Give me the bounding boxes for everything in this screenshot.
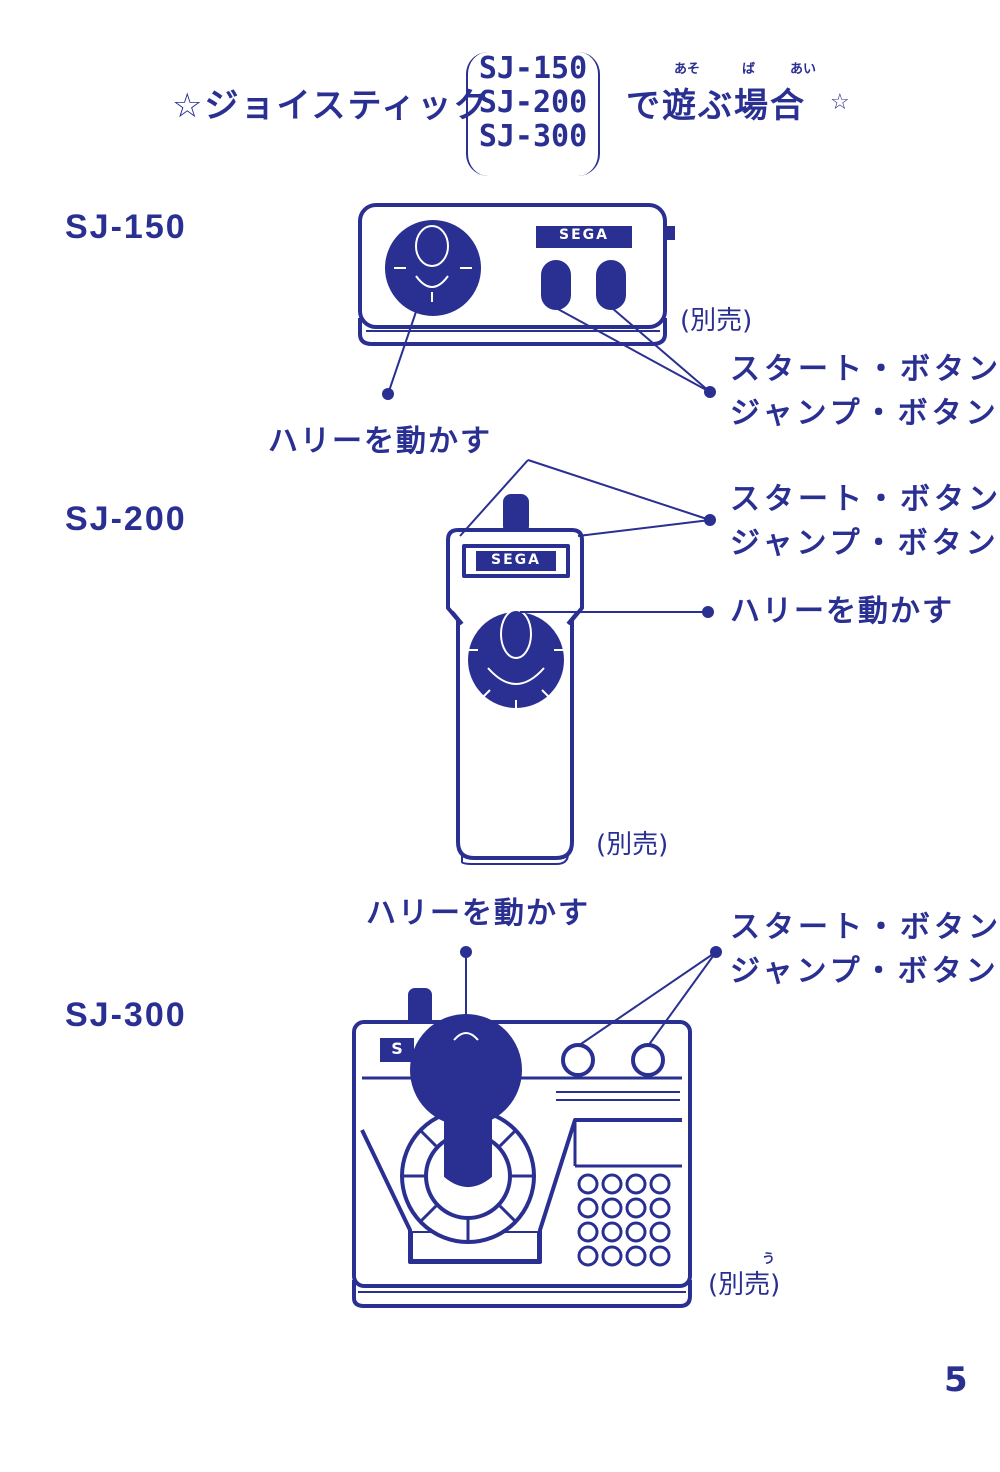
title-ruby-ai: あい [790, 62, 817, 77]
model-label-sj150: SJ-150 [65, 208, 187, 246]
title-ruby-ba: ば [742, 62, 756, 77]
sj300-stick-label: ハリーを動かす [366, 896, 590, 931]
sj300-brand-logo: S [391, 1039, 403, 1058]
sj150-controller-illustration [358, 203, 716, 400]
sj200-stick-label: ハリーを動かす [730, 594, 954, 629]
sj200-brand-logo: SEGA [491, 552, 541, 568]
title-model-list: SJ-150 SJ-200 SJ-300 [466, 52, 600, 176]
sj200-controller-illustration [446, 459, 716, 865]
title-prefix: ☆ジョイスティック [172, 86, 490, 126]
title-model-1: SJ-150 [478, 51, 588, 86]
model-label-sj300: SJ-300 [65, 996, 187, 1034]
title-model-2: SJ-200 [478, 85, 588, 120]
title-ruby-asobu: あそ [674, 62, 701, 77]
sj150-stick-label: ハリーを動かす [268, 424, 492, 459]
sj150-sold-separately: (別売) [680, 306, 753, 336]
title-star-end: ☆ [830, 90, 850, 115]
sj150-jump-button-label: ジャンプ・ボタン [730, 396, 1000, 431]
sj300-sold-separately: (別売) [708, 1270, 781, 1300]
page-number: 5 [944, 1360, 968, 1400]
sj300-start-button-label: スタート・ボタン [730, 910, 1000, 945]
model-label-sj200: SJ-200 [65, 500, 187, 538]
sj300-jump-button-label: ジャンプ・ボタン [730, 954, 1000, 989]
sj200-sold-separately: (別売) [596, 830, 669, 860]
title-suffix: で遊ぶ場合 [626, 86, 806, 126]
sj300-sold-ruby: う [762, 1252, 776, 1267]
title-model-3: SJ-300 [478, 119, 588, 154]
sj200-jump-button-label: ジャンプ・ボタン [730, 526, 1000, 561]
sj150-start-button-label: スタート・ボタン [730, 352, 1000, 387]
sj200-start-button-label: スタート・ボタン [730, 482, 1000, 517]
sj150-brand-logo: SEGA [559, 227, 609, 243]
sj300-controller-illustration [352, 946, 722, 1308]
